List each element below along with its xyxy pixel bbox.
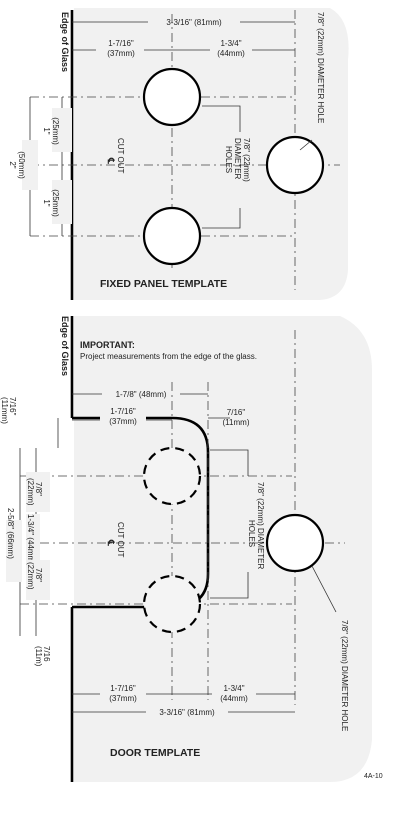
fixed-holes-leader-bottom (202, 208, 241, 229)
door-top-hole (142, 446, 202, 506)
fixed-diameter-hole-label: 7/8" (22mm) DIAMETER HOLE (316, 12, 325, 123)
door-center-mark: ℄ (106, 539, 116, 546)
fixed-center-mark: ℄ (106, 157, 116, 164)
edge-of-glass-label: Edge of Glass (60, 12, 70, 72)
door-background (74, 316, 372, 782)
door-edge-of-glass-label: Edge of Glass (60, 316, 70, 376)
fixed-panel-template: Edge of Glass 3-3/16" (81mm) 1-7/16" (37… (8, 8, 349, 300)
dim-v-bottom-mm: (25mm) (51, 189, 60, 217)
fixed-holes-label-3: HOLES (224, 146, 233, 173)
door-left-mid3-mm: (22mm) (26, 562, 35, 590)
important-text: Project measurements from the edge of th… (80, 352, 257, 361)
door-dim-a-mm: (37mm) (109, 417, 137, 426)
door-template: Edge of Glass IMPORTANT: Project measure… (0, 316, 383, 782)
dim-v-top-mm: (25mm) (51, 117, 60, 145)
door-diameter-hole (265, 513, 325, 573)
fixed-top-hole (142, 67, 202, 127)
door-holes-label: 7/8" (22mm) DIAMETER (256, 482, 265, 570)
door-holes-leader-bottom (210, 572, 249, 599)
door-left-mid1-label: 7/8" (34, 482, 43, 496)
fixed-holes-leader-top (202, 105, 241, 132)
dim-a-mm: (37mm) (107, 49, 135, 58)
door-bottom-b-label: 1-3/4" (223, 684, 244, 693)
door-bottom-total-label: 3-3/16" (81mm) (159, 708, 215, 717)
important-title: IMPORTANT: (80, 340, 135, 350)
dim-b-label: 1-3/4" (220, 39, 241, 48)
fixed-diameter-hole (265, 135, 325, 195)
fixed-diameter-leader (299, 139, 313, 151)
dim-v-total-mm: (50mm) (17, 151, 26, 179)
door-left-main-label: 2-5/8" (66mm) (6, 508, 15, 559)
fixed-panel-background (74, 8, 349, 300)
door-left-bot-mm: (11m) (34, 646, 43, 667)
dim-v-top-label: 1" (42, 127, 51, 134)
door-diameter-hole-label: 7/8" (22mm) DIAMETER HOLE (340, 620, 349, 731)
door-left-mid1-mm: (22mm) (26, 478, 35, 506)
fixed-holes-label-2: DIAMETER (233, 138, 242, 180)
door-diameter-leader (311, 565, 337, 613)
dim-a-label: 1-7/16" (108, 39, 134, 48)
door-holes-leader-top (210, 449, 249, 476)
door-dim-c-mm: (11mm) (223, 418, 250, 427)
door-bottom-hole (142, 574, 202, 634)
dim-b-mm: (44mm) (217, 49, 245, 58)
fixed-cut-out-label: CUT OUT (116, 138, 125, 174)
door-dim-top-label: 1-7/8" (48mm) (116, 390, 167, 399)
fixed-holes-label-1: 7/8" (22mm) (242, 138, 251, 182)
door-bottom-b-mm: (44mm) (220, 694, 248, 703)
door-cut-out-label: CUT OUT (116, 522, 125, 558)
fixed-panel-title: FIXED PANEL TEMPLATE (100, 278, 227, 290)
door-dim-c-label: 7/16" (227, 408, 246, 417)
door-left-mid3-label: 7/8" (34, 568, 43, 582)
door-left-bot-label: 7/16 (42, 646, 51, 662)
door-title: DOOR TEMPLATE (110, 747, 200, 759)
door-holes-label-2: HOLES (247, 520, 256, 547)
door-left-top-mm: (11mm) (0, 397, 9, 424)
fixed-bottom-hole (142, 206, 202, 266)
dim-total-label: 3-3/16" (81mm) (166, 18, 222, 27)
door-left-top-label: 7/16" (8, 397, 17, 416)
door-left-mid2-label: 1-3/4" (44mm) (26, 514, 35, 565)
door-bottom-a-mm: (37mm) (109, 694, 137, 703)
figure-code: 4A-10 (364, 773, 383, 780)
door-bottom-a-label: 1-7/16" (110, 684, 136, 693)
dim-v-bottom-label: 1" (42, 199, 51, 206)
door-dim-a-label: 1-7/16" (110, 407, 136, 416)
dim-v-total-label: 2" (8, 161, 17, 168)
